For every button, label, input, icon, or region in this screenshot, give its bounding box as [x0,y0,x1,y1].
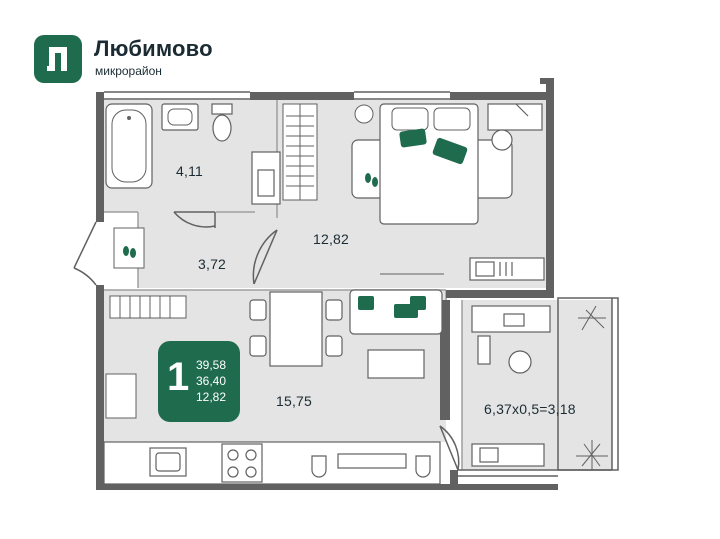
sofa-icon [349,289,443,379]
exterior-walls [96,78,558,490]
brand-name: Любимово [94,36,213,61]
plant-icon [576,305,608,470]
room-area: 12,82 [196,390,227,404]
logo-icon [34,35,82,83]
total-area: 39,58 [196,358,227,372]
bathroom-area: 4,11 [176,163,204,179]
hall-area: 3,72 [198,256,227,272]
stove-icon [221,443,263,483]
apartment-summary-badge: 1 39,58 36,40 12,82 [158,341,240,422]
loggia-area: 6,37х0,5=3,18 [484,401,576,417]
area-values: 39,58 36,40 12,82 [196,357,226,405]
sink-icon [161,103,199,131]
bathtub-icon [105,103,153,189]
living-area: 15,75 [276,393,313,409]
desk-icon [469,103,545,281]
entrance-door [73,221,97,286]
bedroom-area: 12,82 [313,231,350,247]
bed-icon [351,103,513,225]
dining-table-icon [249,291,343,367]
wardrobe [282,103,318,201]
washing-machine-icon [251,151,281,205]
brand-subtitle: микрорайон [95,64,162,78]
living-area-total: 36,40 [196,374,227,388]
toilet-icon [211,103,233,142]
rooms-count: 1 [167,355,190,399]
